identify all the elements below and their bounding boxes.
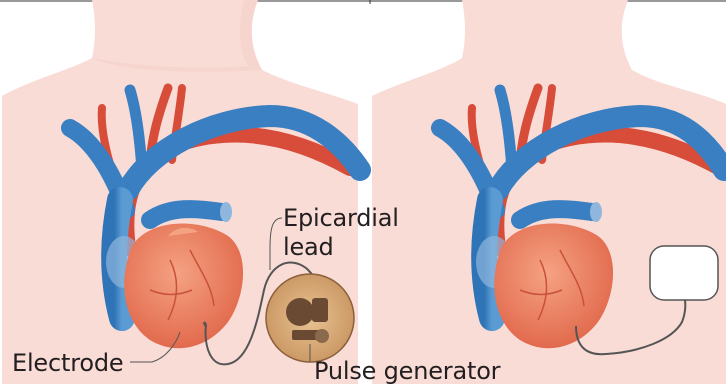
- epicardial-label: Epicardial: [283, 205, 399, 231]
- left-panel: [2, 0, 360, 384]
- left-lead-tip: [204, 322, 206, 326]
- electrode-label: Electrode: [12, 350, 123, 376]
- pulse-generator-label: Pulse generator: [314, 358, 500, 384]
- lead-label: lead: [283, 234, 334, 260]
- left-generator-internals: [286, 298, 329, 343]
- right-panel: [372, 0, 726, 384]
- left-pulmonary-end: [220, 202, 232, 222]
- right-pulmonary-end: [590, 202, 602, 222]
- right-pulse-generator: [650, 246, 718, 300]
